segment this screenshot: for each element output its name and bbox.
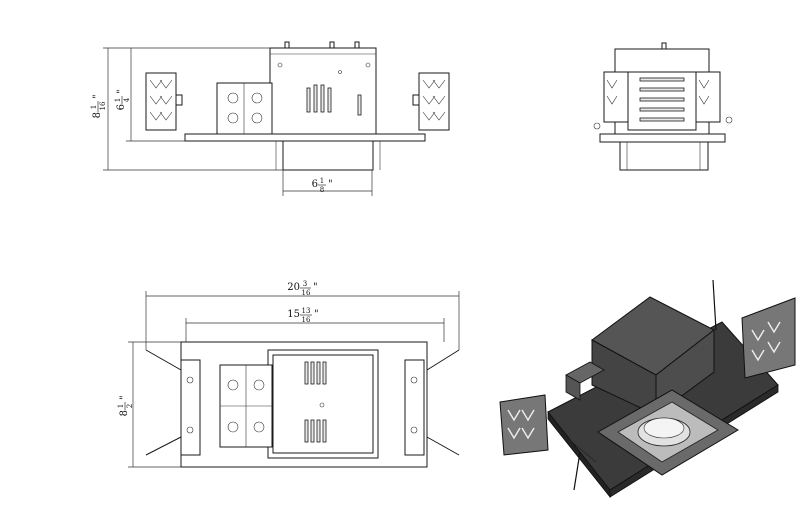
top-plan-view (128, 291, 460, 468)
svg-text:1: 1 (320, 177, 324, 185)
svg-text:13: 13 (302, 307, 311, 315)
svg-text:1: 1 (117, 404, 125, 408)
isometric-view (499, 279, 796, 499)
vent-slots (639, 77, 685, 122)
dim-overall-width: 20 3 16 " (287, 280, 317, 297)
svg-text:15: 15 (287, 309, 300, 320)
svg-text:": " (328, 179, 333, 190)
dim-frame-width: 15 13 16 " (287, 307, 318, 324)
dim-height-box: 6 1 4 " (114, 89, 131, 110)
left-mounting-bracket (145, 72, 183, 131)
svg-text:3: 3 (303, 280, 307, 288)
svg-text:16: 16 (302, 289, 311, 297)
junction-box (219, 364, 273, 448)
svg-text:6: 6 (312, 179, 318, 190)
svg-text:8: 8 (320, 186, 324, 194)
junction-box (216, 82, 273, 135)
vent-slots (304, 361, 327, 443)
svg-text:16: 16 (302, 316, 311, 324)
svg-text:": " (313, 282, 318, 293)
svg-text:16: 16 (99, 101, 107, 110)
dim-aperture-width: 6 1 8 " (312, 177, 333, 194)
dim-height-total: 8 1 16 " (90, 94, 107, 118)
dim-frame-depth: 8 1 2 " (117, 395, 134, 416)
svg-text:20: 20 (287, 282, 300, 293)
svg-text:1: 1 (90, 105, 98, 109)
svg-text:4: 4 (123, 97, 131, 102)
svg-text:": " (116, 89, 127, 94)
svg-text:": " (92, 94, 103, 99)
side-elevation-view (593, 42, 733, 171)
vent-slots (306, 84, 362, 116)
svg-text:1: 1 (114, 98, 122, 102)
svg-text:6: 6 (116, 104, 127, 110)
front-elevation-view (103, 41, 450, 196)
svg-text:": " (314, 309, 319, 320)
svg-text:2: 2 (126, 404, 134, 408)
svg-text:": " (119, 395, 130, 400)
svg-text:8: 8 (119, 410, 130, 416)
right-mounting-bracket (412, 72, 450, 131)
svg-text:8: 8 (92, 112, 103, 118)
